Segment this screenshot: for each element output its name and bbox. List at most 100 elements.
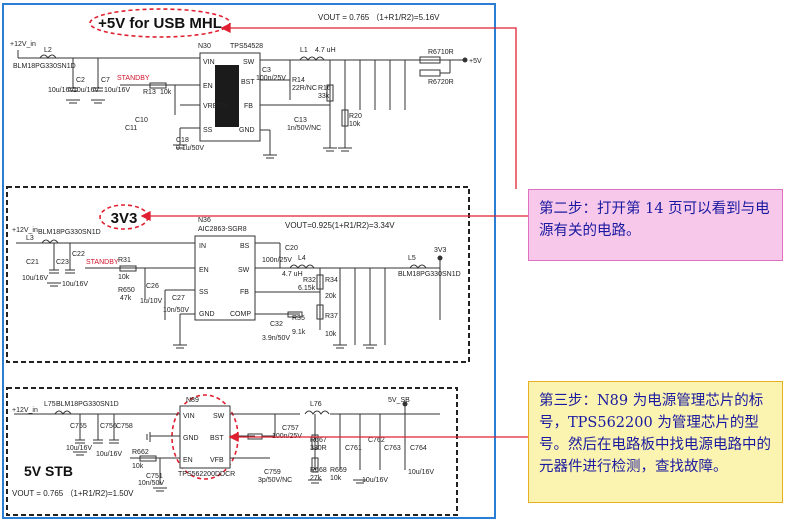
section1-r16-label: R16 [318,85,331,92]
section1-r671-label: R6710R [428,49,454,56]
section1-r16-val: 33k [318,93,330,100]
section2-pin-ss: SS [199,289,209,296]
section1-cap-label: 10u/16V [48,87,74,94]
section2-standby-label: STANDBY [86,259,119,266]
section2-vout: VOUT=0.925(1+R1/R2)=3.34V [285,221,395,230]
section1-title-ellipse [89,8,231,38]
section1-l2-label: L2 [44,47,52,54]
section1-c3-val: 100n/25V [256,75,286,82]
section1-r14-label: R14 [292,77,305,84]
section1-chip-part: TPS54528 [230,43,263,50]
step3-note: 第三步：N89 为电源管理芯片的标号，TPS562200 为管理芯片的型号。然后… [528,381,783,503]
section3-title: 5V STB [24,463,73,479]
section2-r31-val: 10k [118,274,130,281]
section2-c27-val: 10n/50V [163,307,189,314]
section3-vin-label: +12V_in [12,407,38,414]
section3-r669-val: 10k [330,475,342,482]
section2-chip-ref: N36 [198,217,211,224]
section2-l4-label: L4 [298,255,306,262]
section1-c13-val: 1n/50V/NC [287,125,321,132]
section2-r37-label: R37 [325,313,338,320]
section2-r34-val: 20k [325,293,337,300]
section2-l5-label: L5 [408,255,416,262]
section2-pin-fb: FB [240,289,249,296]
section3-c757-label: C757 [282,425,299,432]
section3-pin-gnd: GND [183,435,199,442]
section2-c22-label: C22 [72,251,85,258]
section2-c27-label: C27 [172,295,185,302]
section1-c7-label: C7 [101,77,110,84]
section1-c3-label: C3 [262,67,271,74]
section2 [16,204,443,349]
section1-pin-gnd: GND [239,127,255,134]
section2-frame [6,186,470,363]
section2-c20-label: C20 [285,245,298,252]
section3-l76-label: L76 [310,401,322,408]
section3-c751-label: C751 [146,473,163,480]
section1-cap-label-2: 10u/16V [73,87,99,94]
chip-n36 [194,235,256,321]
section1-pin-sw: SW [243,59,255,66]
section3-r662-label: R662 [132,449,149,456]
section2-c32-val: 3.9n/50V [262,335,290,342]
section3-c763-label: C763 [384,445,401,452]
section1-r13-label: R13 [143,89,156,96]
section3-vout: VOUT = 0.765 （1+R1/R2)=1.50V [12,489,134,498]
section3-chip-ref: N89 [186,397,199,404]
section2-c20-val: 100n/25V [262,257,292,264]
section2-r37-val: 10k [325,331,337,338]
section3-c756-label: C756 [100,423,117,430]
section3-c764-label: C764 [410,445,427,452]
section1-cap-label-3: 10u/16V [104,87,130,94]
section3 [14,394,440,492]
section1-r20-label: R20 [349,113,362,120]
section3-c755-label: C755 [70,423,87,430]
section2-r32-val: 6.15k [298,285,316,292]
section1-ferrite-label: BLM18PG330SN1D [13,63,76,70]
section2-pin-gnd: GND [199,311,215,318]
section1-c18-val: 0.1u/50V [176,145,204,152]
section1-pin-en: EN [203,83,213,90]
section2-ferrite-label: BLM18PG330SN1D [38,229,101,236]
section3-chip-part: TPS562200DDCR [178,471,235,478]
section1-pin-vin: VIN [203,59,215,66]
section1-title: +5V for USB MHL [98,15,222,32]
section3-pin-en: EN [183,457,193,464]
section3-pin-vfb: VFB [210,457,224,464]
section3-r667-label: R667 [310,437,327,444]
section2-cap-label-2: 10u/16V [62,281,88,288]
section3-frame [6,387,458,516]
section1-r20-val: 10k [349,121,361,128]
section2-c23-label: C23 [56,259,69,266]
section3-pin-sw: SW [213,413,225,420]
arrow-to-5v-title [230,27,517,189]
section2-pin-in: IN [199,243,206,250]
section3-c762-label: C762 [368,437,385,444]
section1-pin-fb: FB [244,103,253,110]
section3-cap-label-2: 10u/16V [96,451,122,458]
section3-cap-label-3: 10u/16V [362,477,388,484]
section3-ferrite-label: BLM18PG330SN1D [56,401,119,408]
section2-c32-label: C32 [270,321,283,328]
outer-frame [2,3,496,519]
section3-r667-val: 330R [310,445,327,452]
section3-r662-val: 10k [132,463,144,470]
section2-out-label: 3V3 [434,247,447,254]
section1 [17,8,468,159]
section2-r31-label: R31 [118,257,131,264]
step3-note-text: 第三步：N89 为电源管理芯片的标号，TPS562200 为管理芯片的型号。然后… [539,393,771,475]
section3-cap-label-4: 10u/16V [408,469,434,476]
section1-c11-label: C11 [125,125,137,132]
section1-l1-val: 4.7 uH [315,47,336,54]
section3-pin-vin: VIN [183,413,195,420]
section2-r34-label: R34 [325,277,338,284]
section1-r13-val: 10k [160,89,172,96]
section2-c21-label: C21 [26,259,39,266]
section1-pin-bst: BST [241,79,255,86]
section1-pin-ss: SS [203,127,213,134]
section3-r669-label: R669 [330,467,347,474]
section1-r14-val: 22R/NC [292,85,317,92]
section3-out-label: 5V_SB [388,397,410,404]
section2-r35-val: 9.1k [292,329,306,336]
